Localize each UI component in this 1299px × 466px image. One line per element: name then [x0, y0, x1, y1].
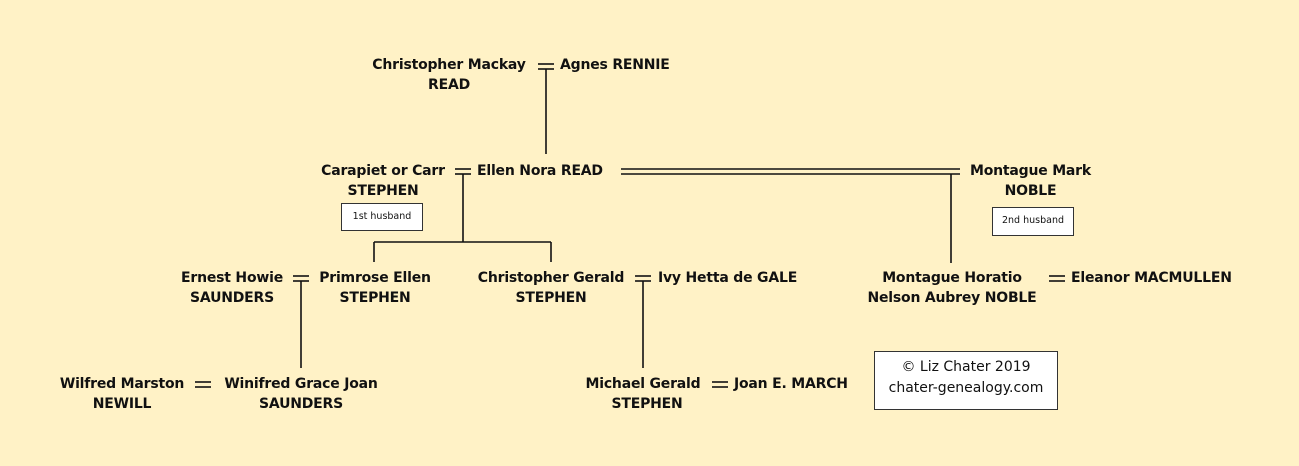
person-surname: STEPHEN — [339, 290, 411, 306]
person-surname: STEPHEN — [515, 290, 587, 306]
person-michael-gerald-stephen: Michael Gerald STEPHEN — [580, 374, 706, 414]
person-primrose-ellen-stephen: Primrose Ellen STEPHEN — [313, 268, 437, 308]
person-name: Ivy Hetta de GALE — [658, 270, 798, 286]
person-name: Joan E. MARCH — [734, 376, 848, 392]
person-name: Ellen Nora READ — [477, 163, 603, 179]
person-surname: STEPHEN — [347, 183, 419, 199]
person-ellen-nora-read: Ellen Nora READ — [477, 161, 603, 181]
copyright-text: © Liz Chater 2019 — [901, 359, 1031, 375]
person-eleanor-macmullen: Eleanor MACMULLEN — [1071, 268, 1232, 288]
person-joan-e-march: Joan E. MARCH — [734, 374, 848, 394]
person-christopher-gerald-stephen: Christopher Gerald STEPHEN — [470, 268, 632, 308]
note-second-husband: 2nd husband — [992, 207, 1074, 236]
person-surname: STEPHEN — [611, 396, 683, 412]
website-text: chater-genealogy.com — [888, 380, 1044, 396]
copyright-box: © Liz Chater 2019 chater-genealogy.com — [874, 351, 1058, 410]
person-christopher-mackay-read: Christopher Mackay READ — [364, 55, 534, 95]
person-montague-mark-noble: Montague Mark NOBLE — [962, 161, 1099, 201]
person-montague-horatio-noble: Montague Horatio Nelson Aubrey NOBLE — [860, 268, 1044, 308]
person-name: Ernest Howie — [181, 270, 283, 286]
person-surname: Nelson Aubrey NOBLE — [867, 290, 1037, 306]
person-surname: READ — [428, 77, 470, 93]
note-first-husband: 1st husband — [341, 203, 423, 231]
person-surname: SAUNDERS — [189, 290, 275, 306]
person-name: Michael Gerald — [585, 376, 701, 392]
person-name: Wilfred Marston — [59, 376, 185, 392]
person-winifred-grace-joan-saunders: Winifred Grace Joan SAUNDERS — [216, 374, 386, 414]
person-carapiet-stephen: Carapiet or Carr STEPHEN — [313, 161, 453, 201]
person-surname: NEWILL — [92, 396, 152, 412]
person-surname: SAUNDERS — [258, 396, 344, 412]
person-agnes-rennie: Agnes RENNIE — [560, 55, 670, 75]
person-name: Montague Mark — [969, 163, 1091, 179]
person-name: Carapiet or Carr — [321, 163, 445, 179]
person-name: Agnes RENNIE — [560, 57, 670, 73]
person-name: Eleanor MACMULLEN — [1071, 270, 1232, 286]
person-surname: NOBLE — [1004, 183, 1057, 199]
person-name: Primrose Ellen — [319, 270, 431, 286]
person-ivy-hetta-de-gale: Ivy Hetta de GALE — [658, 268, 797, 288]
person-name: Winifred Grace Joan — [224, 376, 378, 392]
person-wilfred-marston-newill: Wilfred Marston NEWILL — [52, 374, 192, 414]
person-name: Christopher Mackay — [372, 57, 526, 73]
person-name: Montague Horatio — [882, 270, 1022, 286]
person-name: Christopher Gerald — [477, 270, 625, 286]
person-ernest-howie-saunders: Ernest Howie SAUNDERS — [172, 268, 292, 308]
